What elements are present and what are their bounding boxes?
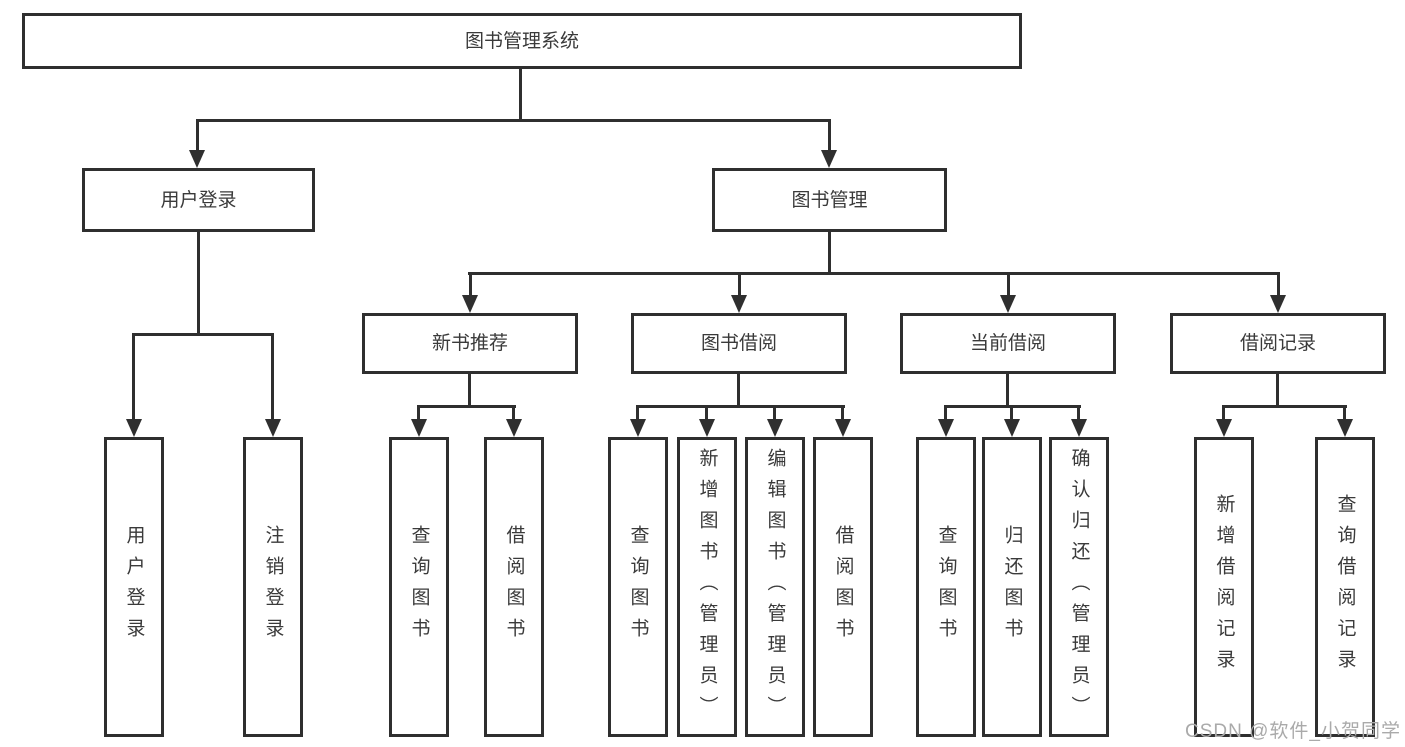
connector-line	[944, 405, 947, 423]
connector-line	[197, 232, 200, 336]
node-leaf-query-books-recommend: 查询图书	[389, 437, 449, 737]
node-leaf-query-borrow-record: 查询借阅记录	[1315, 437, 1375, 737]
arrowhead-down-icon	[1004, 419, 1020, 437]
connector-line	[1222, 405, 1347, 408]
arrowhead-down-icon	[1000, 295, 1016, 313]
connector-line	[1077, 405, 1080, 423]
connector-line	[828, 119, 831, 154]
arrowhead-down-icon	[265, 419, 281, 437]
arrowhead-down-icon	[1071, 419, 1087, 437]
connector-line	[1343, 405, 1346, 423]
connector-line	[1006, 374, 1009, 408]
arrowhead-down-icon	[821, 150, 837, 168]
connector-line	[271, 333, 274, 423]
connector-line	[737, 374, 740, 408]
connector-line	[1277, 272, 1280, 299]
connector-line	[1007, 272, 1010, 299]
arrowhead-down-icon	[938, 419, 954, 437]
node-leaf-borrow-books-recommend: 借阅图书	[484, 437, 544, 737]
arrowhead-down-icon	[126, 419, 142, 437]
node-borrow-records: 借阅记录	[1170, 313, 1386, 374]
connector-line	[196, 119, 199, 154]
node-leaf-edit-books-admin: 编辑图书（管理员）	[745, 437, 805, 737]
connector-line	[1010, 405, 1013, 423]
node-new-book-recommendation: 新书推荐	[362, 313, 578, 374]
arrowhead-down-icon	[462, 295, 478, 313]
arrowhead-down-icon	[767, 419, 783, 437]
arrowhead-down-icon	[1216, 419, 1232, 437]
arrowhead-down-icon	[1270, 295, 1286, 313]
node-leaf-confirm-return-admin: 确认归还（管理员）	[1049, 437, 1109, 737]
connector-line	[196, 119, 831, 122]
connector-line	[636, 405, 639, 423]
arrowhead-down-icon	[411, 419, 427, 437]
node-current-borrowing: 当前借阅	[900, 313, 1116, 374]
arrowhead-down-icon	[630, 419, 646, 437]
node-leaf-add-borrow-record: 新增借阅记录	[1194, 437, 1254, 737]
connector-line	[468, 374, 471, 408]
node-book-borrowing: 图书借阅	[631, 313, 847, 374]
connector-line	[1276, 374, 1279, 408]
node-user-login: 用户登录	[82, 168, 315, 232]
arrowhead-down-icon	[189, 150, 205, 168]
node-root: 图书管理系统	[22, 13, 1022, 69]
connector-line	[705, 405, 708, 423]
connector-line	[469, 272, 472, 299]
node-leaf-return-books: 归还图书	[982, 437, 1042, 737]
node-leaf-borrow-books: 借阅图书	[813, 437, 873, 737]
connector-line	[132, 333, 135, 423]
connector-line	[738, 272, 741, 299]
connector-line	[828, 232, 831, 275]
node-leaf-user-login: 用户登录	[104, 437, 164, 737]
arrowhead-down-icon	[506, 419, 522, 437]
connector-line	[773, 405, 776, 423]
arrowhead-down-icon	[731, 295, 747, 313]
watermark: CSDN @软件_小贺同学	[1185, 721, 1401, 742]
node-leaf-query-books-borrow: 查询图书	[608, 437, 668, 737]
connector-line	[417, 405, 516, 408]
arrowhead-down-icon	[835, 419, 851, 437]
connector-line	[417, 405, 420, 423]
connector-line	[468, 272, 1280, 275]
connector-line	[132, 333, 274, 336]
node-book-management: 图书管理	[712, 168, 947, 232]
connector-line	[519, 69, 522, 120]
connector-line	[636, 405, 845, 408]
arrowhead-down-icon	[699, 419, 715, 437]
connector-line	[841, 405, 844, 423]
node-leaf-logout: 注销登录	[243, 437, 303, 737]
arrowhead-down-icon	[1337, 419, 1353, 437]
node-leaf-add-books-admin: 新增图书（管理员）	[677, 437, 737, 737]
node-leaf-query-books-current: 查询图书	[916, 437, 976, 737]
connector-line	[512, 405, 515, 423]
connector-line	[1222, 405, 1225, 423]
